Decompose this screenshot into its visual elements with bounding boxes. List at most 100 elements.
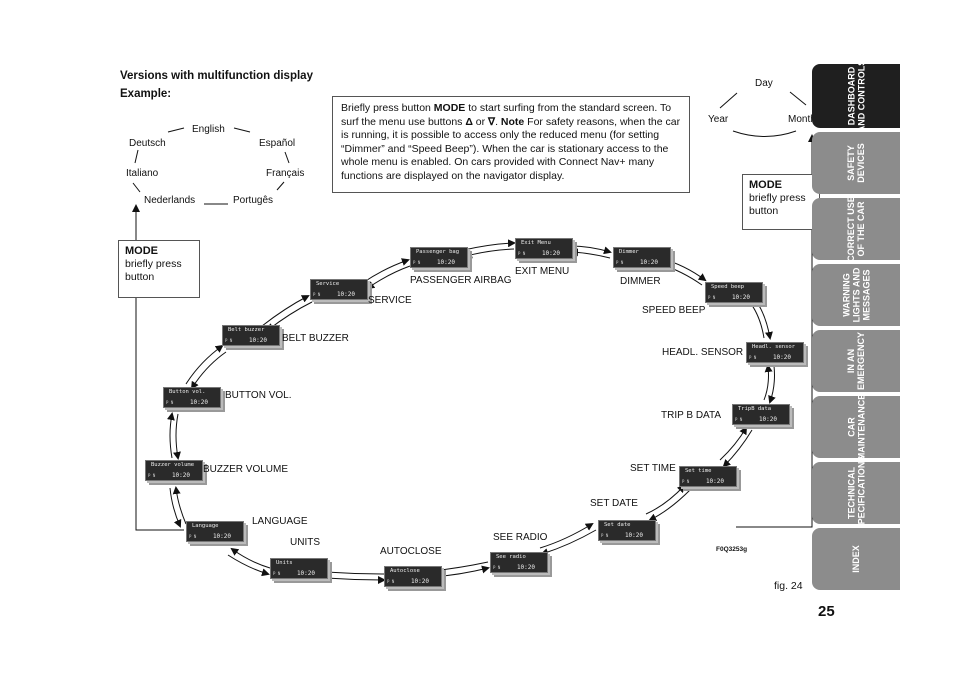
date-cycle-lines: [719, 91, 807, 137]
tab-technical[interactable]: TECHNICAL SPECIFICATIONS: [812, 456, 900, 530]
lang-italiano: Italiano: [126, 168, 159, 179]
screen-icon: P N: [708, 295, 716, 300]
label-see-radio: SEE RADIO: [493, 532, 548, 543]
figure-caption: fig. 24: [774, 580, 803, 592]
mode-box-left: MODE briefly press button: [118, 240, 200, 298]
note-text-post: For safety reasons, when the car is runn…: [341, 115, 681, 182]
screen-speed-beep: Speed beep P N 10:20: [705, 282, 763, 303]
screen-exit-menu: Exit Menu P N 10:20: [515, 238, 573, 259]
label-dimmer: DIMMER: [620, 276, 661, 287]
lang-portugues: Portugês: [233, 195, 274, 206]
screen-title: Speed beep: [711, 284, 745, 290]
screen-title: Set time: [685, 468, 712, 474]
screen-icon: P N: [413, 260, 421, 265]
screen-title: Units: [276, 560, 293, 566]
tab-dashboard[interactable]: DASHBOARD AND CONTROLS: [812, 60, 900, 132]
tab-emergency[interactable]: IN AN EMERGENCY: [812, 330, 900, 392]
tab-correct-use[interactable]: CORRECT USE OF THE CAR: [812, 196, 900, 262]
label-units: UNITS: [290, 537, 320, 548]
tab-safety[interactable]: SAFETY DEVICES: [812, 132, 900, 194]
tab-maintenance-label: CAR MAINTENANCE: [846, 393, 866, 461]
screen-icon: P N: [518, 251, 526, 256]
tab-correct-use-label: CORRECT USE OF THE CAR: [845, 196, 866, 262]
screen-title: Exit Menu: [521, 240, 551, 246]
screen-clock: 10:20: [212, 533, 231, 540]
figure-code: F0Q3253g: [716, 546, 748, 553]
screen-title: Belt buzzer: [228, 327, 265, 333]
label-autoclose: AUTOCLOSE: [380, 546, 442, 557]
language-cycle-lines: [132, 127, 290, 205]
tab-warning[interactable]: WARNING LIGHTS AND MESSAGES: [812, 264, 900, 326]
tab-dashboard-label: DASHBOARD AND CONTROLS: [846, 59, 866, 133]
label-service: SERVICE: [368, 295, 412, 306]
screen-title: Buzzer volume: [151, 462, 195, 468]
screen-clock: 10:20: [541, 250, 560, 257]
screen-title: Passenger bag: [416, 249, 460, 255]
date-month: Month: [788, 114, 816, 125]
screen-clock: 10:20: [624, 532, 643, 539]
screen-icon: P N: [273, 571, 281, 576]
screen-units: Units P N 10:20: [270, 558, 328, 579]
lang-nederlands: Nederlands: [144, 195, 196, 206]
note-dot: .: [495, 115, 501, 128]
instruction-note: Briefly press button MODE to start surfi…: [332, 96, 690, 193]
screen-buzzer-volume: Buzzer volume P N 10:20: [145, 460, 203, 481]
mode-right-line1: briefly press: [749, 192, 806, 204]
label-exit-menu: EXIT MENU: [515, 266, 570, 277]
screen-set-date: Set date P N 10:20: [598, 520, 656, 541]
mode-left-title: MODE: [125, 245, 158, 257]
screen-clock: 10:20: [296, 570, 315, 577]
screen-title: TripB data: [738, 406, 772, 412]
menu-arrows: [166, 239, 776, 584]
lang-deutsch: Deutsch: [129, 138, 166, 149]
screen-title: Language: [192, 523, 219, 529]
date-year: Year: [708, 114, 729, 125]
screen-clock: 10:20: [171, 472, 190, 479]
screen-clock: 10:20: [731, 294, 750, 301]
note-text-pre: Briefly press button: [341, 102, 434, 114]
screen-icon: P N: [616, 260, 624, 265]
screen-clock: 10:20: [436, 259, 455, 266]
label-button-vol: BUTTON VOL.: [225, 390, 292, 401]
tab-safety-label: SAFETY DEVICES: [845, 143, 866, 183]
screen-icon: P N: [735, 417, 743, 422]
label-buzzer-volume: BUZZER VOLUME: [203, 464, 289, 475]
down-symbol: ∇: [488, 115, 496, 128]
screen-icon: P N: [313, 292, 321, 297]
tab-index-label: INDEX: [850, 545, 861, 573]
mode-box-right: MODE briefly press button: [742, 174, 820, 230]
note-word: Note: [500, 115, 525, 128]
section-heading: Versions with multifunction display: [120, 70, 313, 82]
label-set-date: SET DATE: [590, 498, 638, 509]
page-number: 25: [818, 603, 835, 620]
tab-index[interactable]: INDEX: [812, 528, 900, 590]
screen-icon: P N: [601, 533, 609, 538]
screen-passenger-airbag: Passenger bag P N 10:20: [410, 247, 468, 268]
screen-clock: 10:20: [772, 354, 791, 361]
label-passenger-airbag: PASSENGER AIRBAG: [410, 275, 512, 286]
tab-warning-label: WARNING LIGHTS AND MESSAGES: [840, 267, 871, 323]
screen-clock: 10:20: [336, 291, 355, 298]
mode-right-line2: button: [749, 205, 779, 217]
screen-icon: P N: [749, 355, 757, 360]
screen-clock: 10:20: [410, 578, 429, 585]
screen-clock: 10:20: [189, 399, 208, 406]
screen-title: Button vol.: [169, 389, 206, 395]
screen-clock: 10:20: [639, 259, 658, 266]
lang-francais: Français: [266, 168, 305, 179]
example-label: Example:: [120, 88, 172, 100]
tab-emergency-label: IN AN EMERGENCY: [845, 331, 866, 391]
label-headl-sensor: HEADL. SENSOR: [662, 347, 744, 358]
tab-technical-label: TECHNICAL SPECIFICATIONS: [846, 455, 866, 531]
screen-title: Set date: [604, 522, 631, 528]
label-language: LANGUAGE: [252, 516, 308, 527]
screen-icon: P N: [148, 473, 156, 478]
tab-maintenance[interactable]: CAR MAINTENANCE: [812, 393, 900, 461]
